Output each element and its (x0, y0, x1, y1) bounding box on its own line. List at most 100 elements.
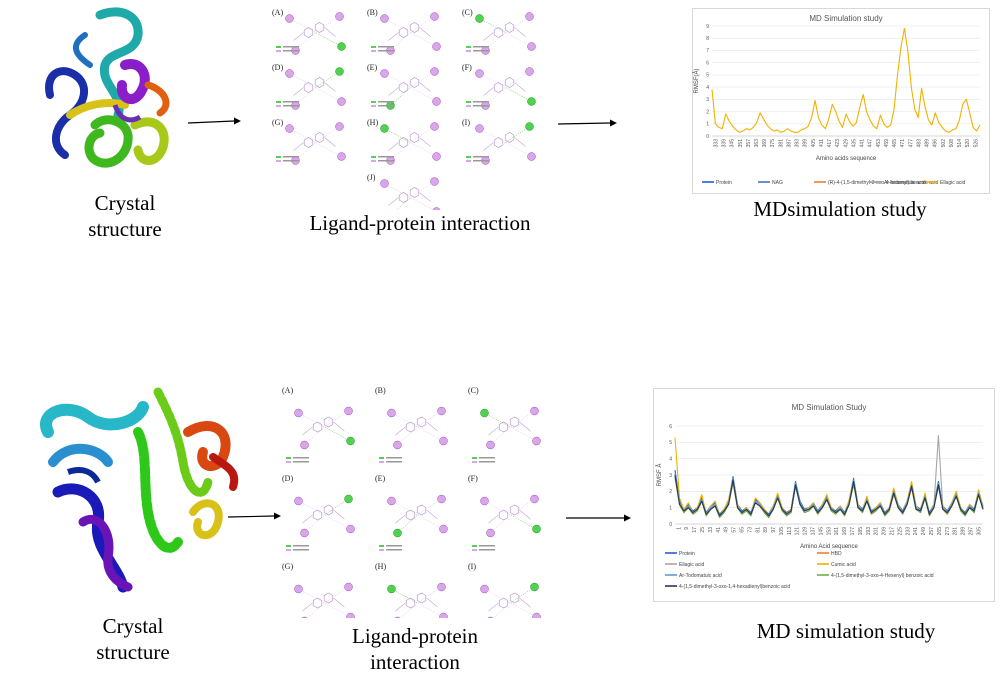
legend-label: Ellagic acid (940, 180, 966, 186)
y-tick-label: 1 (706, 122, 709, 128)
ligand-diagram-label: (G) (272, 118, 283, 127)
x-tick-label: 297 (968, 527, 974, 536)
x-tick-label: 483 (916, 139, 922, 148)
y-tick-label: 4 (669, 456, 672, 462)
ligand-diagram-7: (G) (282, 562, 355, 618)
x-tick-label: 502 (941, 139, 947, 148)
x-tick-label: 447 (868, 139, 874, 148)
x-axis-label: Amino acids sequence (816, 156, 877, 162)
x-tick-label: 441 (860, 139, 866, 148)
x-tick-label: 429 (843, 139, 849, 148)
x-tick-label: 257 (929, 527, 935, 536)
x-tick-label: 113 (787, 527, 793, 535)
x-tick-label: 508 (949, 139, 955, 148)
x-tick-label: 121 (795, 527, 801, 536)
ligand-diagram-label: (D) (272, 63, 283, 72)
x-tick-label: 17 (692, 527, 698, 533)
y-tick-label: 8 (706, 36, 709, 42)
x-tick-label: 477 (908, 139, 914, 148)
x-tick-label: 177 (850, 527, 856, 536)
caption-ligand-interaction-2: Ligand-protein interaction (352, 624, 478, 674)
ligand-diagram-2: (B) (367, 8, 441, 55)
x-tick-label: 105 (779, 527, 785, 536)
crystal-structure-image-2 (40, 387, 239, 593)
ligand-diagram-8: (H) (375, 562, 448, 618)
x-tick-label: 526 (973, 139, 979, 148)
chart-title: MD Simulation study (809, 14, 882, 23)
y-axis-label: RMSF(Å) (693, 69, 700, 94)
caption-md-simulation-1: MDsimulation study (753, 197, 927, 221)
ligand-diagram-label: (F) (468, 474, 478, 483)
series-line-5 (711, 27, 981, 133)
x-tick-label: 453 (876, 139, 882, 148)
x-tick-label: 97 (771, 527, 777, 533)
y-tick-label: 2 (669, 489, 672, 495)
x-tick-label: 333 (713, 139, 719, 148)
x-tick-label: 145 (818, 527, 824, 536)
x-tick-label: 339 (722, 139, 728, 148)
ligand-diagram-label: (C) (462, 8, 473, 17)
x-tick-label: 9 (684, 527, 690, 530)
ligand-diagram-6: (F) (462, 63, 536, 110)
y-tick-label: 4 (706, 85, 709, 91)
x-tick-label: 496 (933, 139, 939, 148)
x-tick-label: 363 (754, 139, 760, 148)
x-tick-label: 305 (976, 527, 982, 536)
x-axis-label: Amino Acid sequence (800, 544, 858, 550)
ligand-diagram-label: (H) (375, 562, 386, 571)
x-tick-label: 520 (965, 139, 971, 148)
ligand-interaction-panel-1: (A)(B)(C)(D)(E)(F)(G)(H)(I)(J) (272, 8, 536, 210)
ligand-diagram-label: (E) (367, 63, 378, 72)
legend-label: (R)-4-(1,5-dimethyl-3-oxo-4-hexenyl) ben… (828, 180, 939, 186)
x-tick-label: 387 (786, 139, 792, 148)
md-chart-frame-1 (692, 8, 990, 194)
legend-label: Ar-Todomatuic acid (679, 573, 722, 579)
y-tick-label: 5 (669, 440, 672, 446)
crystal-structure-image-1 (45, 7, 170, 168)
x-tick-label: 281 (953, 527, 959, 536)
ligand-diagram-2: (B) (375, 386, 448, 463)
x-tick-label: 153 (826, 527, 832, 536)
x-tick-label: 514 (957, 139, 963, 148)
ligand-diagram-1: (A) (282, 386, 355, 463)
y-tick-label: 5 (706, 73, 709, 79)
series-line-2 (674, 474, 984, 519)
legend-label: Ellagic acid (679, 562, 705, 568)
x-tick-label: 471 (900, 139, 906, 148)
ligand-diagram-7: (G) (272, 118, 346, 165)
arrow-crystal-to-ligand-1 (187, 117, 241, 125)
ligand-diagram-label: (H) (367, 118, 378, 127)
y-tick-label: 0 (706, 134, 709, 140)
x-tick-label: 351 (738, 139, 744, 148)
ligand-diagram-3: (C) (468, 386, 541, 463)
x-tick-label: 345 (730, 139, 736, 148)
x-tick-label: 459 (884, 139, 890, 148)
x-tick-label: 249 (921, 527, 927, 536)
ligand-diagram-label: (B) (367, 8, 378, 17)
arrow-ligand-to-md-1 (557, 119, 617, 127)
x-tick-label: 65 (739, 527, 745, 533)
series-line-7 (674, 474, 984, 517)
legend-label: NAG (772, 180, 783, 186)
x-tick-label: 233 (905, 527, 911, 536)
legend-label: Ar-todomatuic acid (884, 180, 926, 186)
legend-label: 4-(1,5-dimethyl-3-oxo-1,4-hexadienyl)ben… (679, 584, 790, 590)
x-tick-label: 369 (762, 139, 768, 148)
ligand-diagram-3: (C) (462, 8, 536, 55)
x-tick-label: 435 (851, 139, 857, 148)
x-tick-label: 225 (897, 527, 903, 536)
x-tick-label: 217 (890, 527, 896, 536)
md-chart-frame-2 (653, 388, 995, 602)
x-tick-label: 89 (763, 527, 769, 533)
ligand-diagram-8: (H) (367, 118, 441, 165)
x-tick-label: 161 (834, 527, 840, 536)
x-tick-label: 185 (858, 527, 864, 536)
arrow-ligand-to-md-2 (566, 514, 631, 522)
x-tick-label: 193 (866, 527, 872, 536)
x-tick-label: 399 (803, 139, 809, 148)
ligand-diagram-4: (D) (272, 63, 346, 110)
ligand-diagram-4: (D) (282, 474, 355, 551)
y-tick-label: 0 (669, 522, 672, 528)
y-axis-label: RMSF Å (656, 464, 663, 487)
